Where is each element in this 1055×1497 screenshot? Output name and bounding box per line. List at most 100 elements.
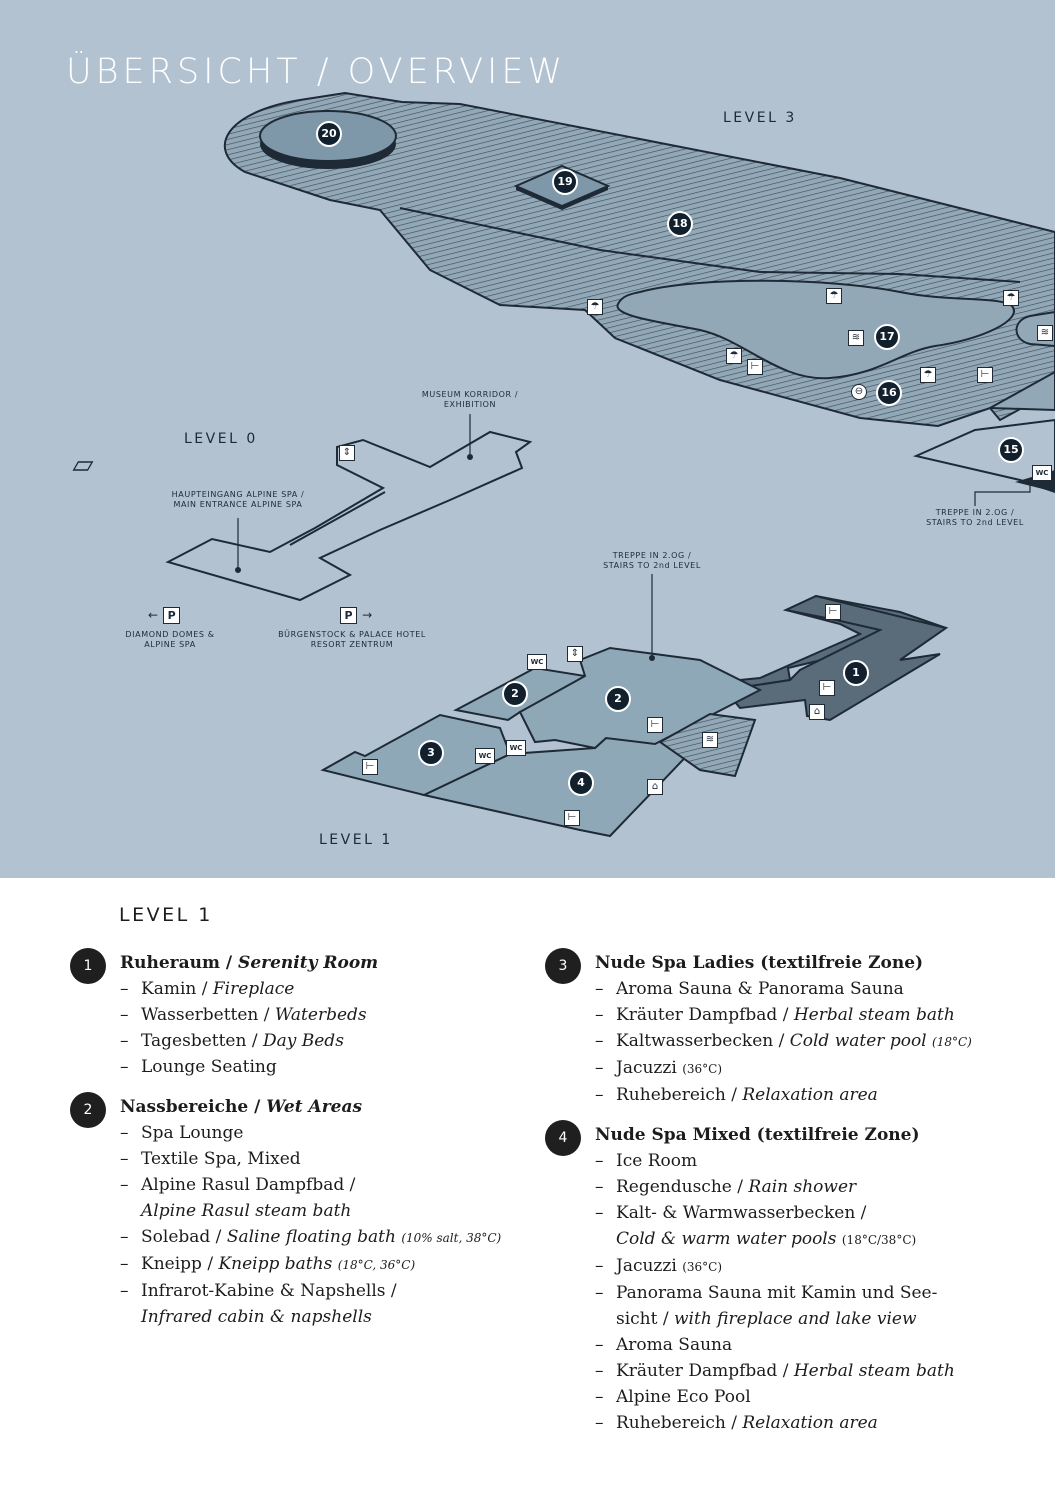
lounger-icon: ⊢ — [825, 604, 841, 620]
marker-17[interactable]: 17 — [874, 324, 900, 350]
marker-20[interactable]: 20 — [316, 121, 342, 147]
list-item: Kneipp / Kneipp baths (18°C, 36°C) — [120, 1251, 530, 1278]
list-item: Aroma Sauna & Panorama Sauna — [595, 976, 1005, 1002]
umbrella-icon: ☂ — [826, 288, 842, 304]
wc-icon: WC — [475, 748, 495, 764]
floor-plan — [72, 91, 1055, 838]
parking-icon: P — [340, 607, 357, 624]
legend-entry-2: 2 Nassbereiche / Wet Areas Spa Lounge Te… — [70, 1092, 530, 1330]
ramp — [986, 370, 1055, 412]
room-15 — [912, 418, 1055, 494]
marker-1[interactable]: 1 — [843, 660, 869, 686]
wc-icon: WC — [506, 740, 526, 756]
stairs-level-1-label: TREPPE IN 2.OG / STAIRS TO 2nd LEVEL — [603, 551, 701, 570]
level-3-inner-path — [399, 207, 1021, 283]
marker-2[interactable]: 2 — [605, 686, 631, 712]
fireplace-icon: ⌂ — [809, 704, 825, 720]
overview-map: ÜBERSICHT / OVERVIEW LEVEL 3 LEVEL 0 LEV… — [0, 0, 1055, 878]
museum-label: MUSEUM KORRIDOR / EXHIBITION — [421, 390, 519, 409]
entry-title: Nassbereiche / Wet Areas — [120, 1097, 363, 1117]
water-icon: ≋ — [702, 732, 718, 748]
museum-marker-dot — [467, 454, 473, 460]
marker-16[interactable]: 16 — [876, 380, 902, 406]
entry-title: Nude Spa Mixed (textilfreie Zone) — [595, 1125, 920, 1145]
list-item: Kräuter Dampfbad / Herbal steam bath — [595, 1358, 1005, 1384]
list-item: Spa Lounge — [120, 1120, 530, 1146]
stairs-level-1-dot — [649, 655, 655, 661]
fireplace-icon: ⌂ — [647, 779, 663, 795]
stairs-leader-line — [974, 482, 1031, 506]
main-entrance-label: HAUPTEINGANG ALPINE SPA / MAIN ENTRANCE … — [171, 490, 305, 509]
water-icon: ≋ — [1037, 325, 1053, 341]
arrow-left-icon: ← — [148, 608, 159, 622]
arrow-right-icon: → — [362, 608, 373, 622]
marker-4[interactable]: 4 — [568, 770, 594, 796]
marker-15[interactable]: 15 — [998, 437, 1024, 463]
level-0-corridor — [289, 491, 386, 546]
marker-3[interactable]: 3 — [418, 740, 444, 766]
pool-outline — [616, 279, 1015, 380]
list-item: Ruhebereich / Relaxation area — [595, 1082, 1005, 1108]
wc-icon: WC — [527, 654, 547, 670]
number-badge: 3 — [545, 948, 581, 984]
level-0-outline — [165, 430, 533, 602]
stairs-level-3-label: TREPPE IN 2.OG / STAIRS TO 2nd LEVEL — [926, 508, 1024, 527]
lounger-icon: ⊢ — [362, 759, 378, 775]
legend-entry-1: 1 Ruheraum / Serenity Room Kamin / Firep… — [70, 948, 530, 1080]
list-item: Kalt- & Warmwasserbecken /Cold & warm wa… — [595, 1200, 1005, 1253]
list-item: Jacuzzi (36°C) — [595, 1055, 1005, 1082]
level-0-plan — [72, 414, 533, 602]
level-1-plan — [320, 574, 949, 838]
legend-column-left: 1 Ruheraum / Serenity Room Kamin / Firep… — [70, 948, 530, 1344]
lounger-icon: ⊢ — [747, 359, 763, 375]
level-0-label: LEVEL 0 — [184, 431, 258, 447]
level-0-lift-box — [72, 461, 94, 471]
number-badge: 4 — [545, 1120, 581, 1156]
legend-level-title: LEVEL 1 — [119, 904, 213, 926]
elevator-icon: ⇕ — [339, 445, 355, 461]
list-item: Tagesbetten / Day Beds — [120, 1028, 530, 1054]
area-1-room — [723, 594, 949, 722]
level-1-label: LEVEL 1 — [319, 832, 393, 848]
elevator-icon: ⇕ — [567, 646, 583, 662]
entrance-marker-dot — [235, 567, 241, 573]
list-item: Textile Spa, Mixed — [120, 1146, 530, 1172]
marker-19[interactable]: 19 — [552, 169, 578, 195]
list-item: Jacuzzi (36°C) — [595, 1253, 1005, 1280]
water-icon: ≋ — [848, 330, 864, 346]
list-item: Infrarot-Kabine & Napshells /Infrared ca… — [120, 1278, 530, 1330]
legend-entry-4: 4 Nude Spa Mixed (textilfreie Zone) Ice … — [545, 1120, 1005, 1436]
list-item: Lounge Seating — [120, 1054, 530, 1080]
parking-right[interactable]: P → — [340, 604, 372, 624]
legend-column-right: 3 Nude Spa Ladies (textilfreie Zone) Aro… — [545, 948, 1005, 1450]
umbrella-icon: ☂ — [1003, 290, 1019, 306]
list-item: Ice Room — [595, 1148, 1005, 1174]
marker-18[interactable]: 18 — [667, 211, 693, 237]
area-3-room — [320, 713, 512, 797]
map-title: ÜBERSICHT / OVERVIEW — [66, 52, 567, 92]
umbrella-icon: ☂ — [587, 299, 603, 315]
list-item: Wasserbetten / Waterbeds — [120, 1002, 530, 1028]
entry-title: Nude Spa Ladies (textilfreie Zone) — [595, 953, 924, 973]
list-item: Kaltwasserbecken / Cold water pool (18°C… — [595, 1028, 1005, 1055]
lounger-icon: ⊢ — [564, 810, 580, 826]
list-item: Kamin / Fireplace — [120, 976, 530, 1002]
umbrella-icon: ☂ — [726, 348, 742, 364]
entry-title: Ruheraum / Serenity Room — [120, 953, 379, 973]
parking-icon: P — [163, 607, 181, 624]
wc-icon: WC — [1032, 465, 1052, 481]
list-item: Solebad / Saline floating bath (10% salt… — [120, 1224, 530, 1251]
lounger-icon: ⊢ — [977, 367, 993, 383]
parking-left[interactable]: ← P — [148, 604, 181, 624]
list-item: Panorama Sauna mit Kamin und See-sicht /… — [595, 1280, 1005, 1332]
list-item: Alpine Rasul Dampfbad /Alpine Rasul stea… — [120, 1172, 530, 1224]
list-item: Alpine Eco Pool — [595, 1384, 1005, 1410]
umbrella-icon: ☂ — [920, 367, 936, 383]
area-19-base — [516, 186, 608, 210]
number-badge: 1 — [70, 948, 106, 984]
list-item: Kräuter Dampfbad / Herbal steam bath — [595, 1002, 1005, 1028]
level-3-label: LEVEL 3 — [723, 110, 797, 126]
number-badge: 2 — [70, 1092, 106, 1128]
parking-left-label: DIAMOND DOMES & ALPINE SPA — [125, 630, 215, 649]
marker-2[interactable]: 2 — [502, 681, 528, 707]
